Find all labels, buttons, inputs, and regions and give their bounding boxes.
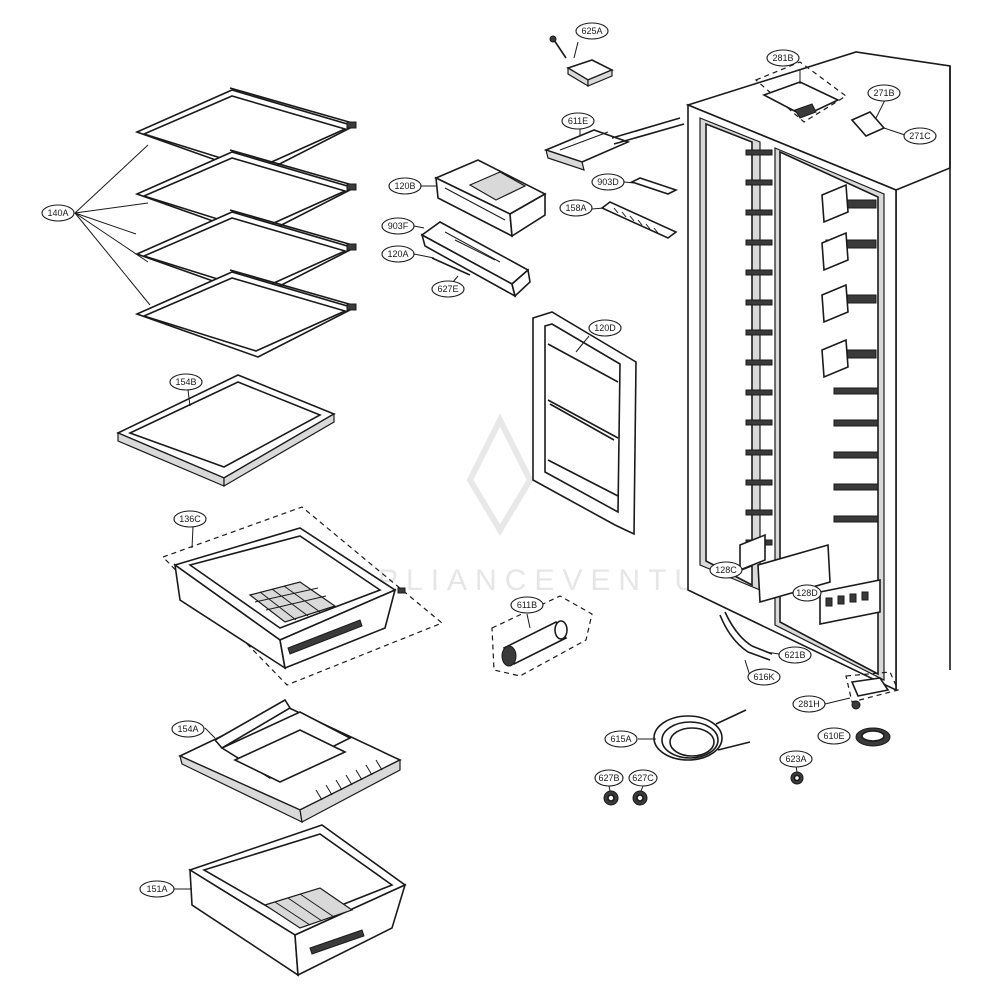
svg-text:623A: 623A xyxy=(785,754,806,764)
callout-625A: 625A xyxy=(575,22,609,40)
callout-140A: 140A xyxy=(41,204,75,222)
callout-627E: 627E xyxy=(431,280,465,298)
crisper-cover-frame xyxy=(116,374,336,488)
refrigerator-cabinet xyxy=(685,51,951,710)
callout-610E: 610E xyxy=(817,727,851,745)
cabinet-leaders xyxy=(741,70,906,705)
part-903D xyxy=(623,177,679,195)
callout-903D: 903D xyxy=(591,173,625,191)
part-120D xyxy=(532,311,637,536)
crisper-drawer-lower xyxy=(174,824,407,977)
svg-text:151A: 151A xyxy=(146,884,167,894)
svg-text:281B: 281B xyxy=(772,53,793,63)
crisper-drawer-upper xyxy=(161,506,444,686)
svg-text:627E: 627E xyxy=(437,284,458,294)
crisper-cover-lower xyxy=(178,698,402,824)
callout-903F: 903F xyxy=(381,217,415,235)
svg-text:120B: 120B xyxy=(394,181,415,191)
svg-text:271C: 271C xyxy=(909,131,931,141)
svg-text:128D: 128D xyxy=(796,588,818,598)
svg-text:616K: 616K xyxy=(753,672,774,682)
ice-bin-assembly xyxy=(421,159,547,238)
part-158A xyxy=(591,201,678,239)
part-610E xyxy=(855,727,891,747)
callout-128C: 128C xyxy=(709,561,743,579)
svg-text:154B: 154B xyxy=(175,377,196,387)
callout-281H: 281H xyxy=(792,695,826,713)
svg-text:120D: 120D xyxy=(594,323,616,333)
ice-tray-bracket xyxy=(413,221,531,298)
callout-611B: 611B xyxy=(510,596,544,614)
part-625A xyxy=(549,35,614,88)
callout-281B: 281B xyxy=(766,49,800,67)
svg-text:611E: 611E xyxy=(568,116,588,126)
svg-text:271B: 271B xyxy=(873,88,894,98)
callout-154A: 154A xyxy=(171,720,205,738)
svg-text:903F: 903F xyxy=(388,221,409,231)
callout-136C: 136C xyxy=(173,510,207,528)
svg-text:611B: 611B xyxy=(517,600,537,610)
callout-627B: 627B xyxy=(594,769,624,787)
callout-151A: 151A xyxy=(139,880,175,898)
callout-271C: 271C xyxy=(903,127,937,145)
svg-text:281H: 281H xyxy=(798,699,820,709)
callout-615A: 615A xyxy=(604,730,638,748)
callout-154B: 154B xyxy=(169,373,203,391)
svg-text:627B: 627B xyxy=(598,773,619,783)
water-tube-coil xyxy=(638,709,751,761)
callout-128D: 128D xyxy=(792,584,822,602)
callout-623A: 623A xyxy=(779,750,813,768)
water-filter xyxy=(491,595,593,677)
callout-120A: 120A xyxy=(381,245,415,263)
clamps xyxy=(603,765,804,806)
svg-text:903D: 903D xyxy=(597,177,619,187)
svg-text:615A: 615A xyxy=(610,734,631,744)
callout-120D: 120D xyxy=(588,319,622,337)
svg-text:158A: 158A xyxy=(565,203,586,213)
callout-627C: 627C xyxy=(628,769,658,787)
svg-text:140A: 140A xyxy=(47,208,68,218)
svg-text:621B: 621B xyxy=(784,650,805,660)
callout-271B: 271B xyxy=(867,84,901,102)
callout-120B: 120B xyxy=(388,177,422,195)
svg-text:627C: 627C xyxy=(632,773,654,783)
svg-text:154A: 154A xyxy=(177,724,198,734)
callout-621B: 621B xyxy=(778,646,812,664)
callout-616K: 616K xyxy=(747,668,781,686)
callout-158A: 158A xyxy=(559,199,593,217)
svg-text:625A: 625A xyxy=(581,26,602,36)
svg-text:136C: 136C xyxy=(179,514,201,524)
svg-text:610E: 610E xyxy=(823,731,844,741)
callout-611E: 611E xyxy=(561,112,595,130)
svg-text:128C: 128C xyxy=(715,565,737,575)
svg-text:120A: 120A xyxy=(387,249,408,259)
glass-shelves xyxy=(74,87,357,358)
